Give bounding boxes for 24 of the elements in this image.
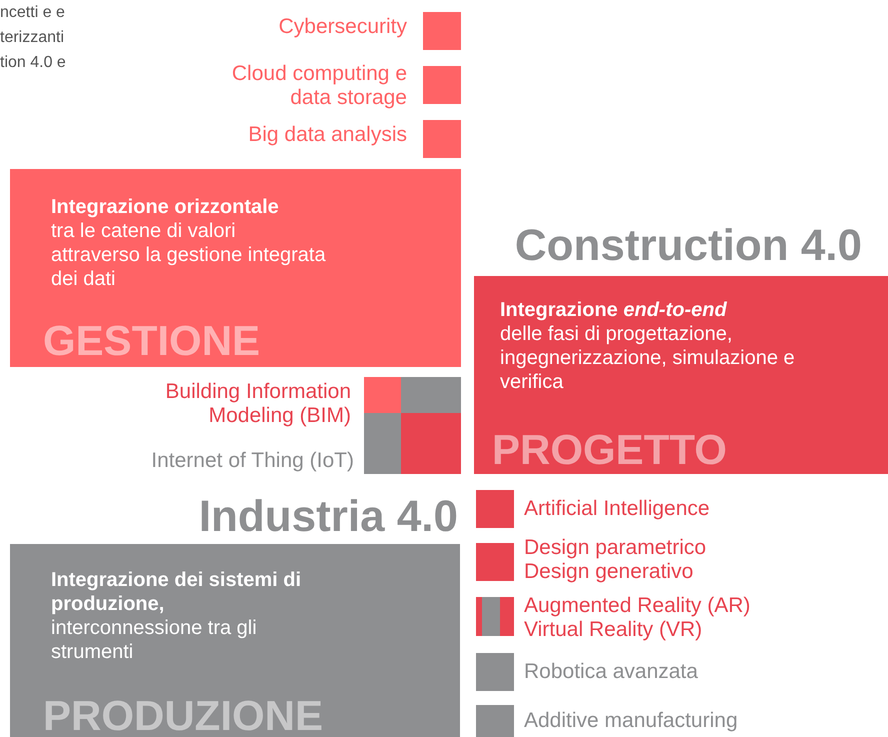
section-title: Industria 4.0 [198, 493, 458, 541]
legend-text: Building Information Modeling (BIM) [164, 380, 351, 428]
panel-description: delle fasi di progettazione, ingegnerizzazione, simulazione e verifica [500, 322, 796, 394]
legend-text: Cloud computing e data storage [230, 62, 407, 110]
legend-text: Artificial Intelligence [524, 497, 711, 521]
legend-text: Robotica avanzata [524, 660, 699, 684]
section-title: Construction 4.0 [514, 222, 862, 270]
legend-text: Internet of Thing (IoT) [150, 449, 354, 473]
panel-heading: Integrazione end-to-end [500, 298, 728, 322]
legend-text: Additive manufacturing [524, 709, 739, 733]
cropped-intro-text: ncetti e e terizzanti tion 4.0 e [0, 3, 67, 73]
legend-text: Big data analysis [247, 123, 407, 147]
watermark-word: PRODUZIONE [43, 694, 324, 737]
panel-card [10, 169, 461, 367]
panel-description: tra le catene di valori attraverso la gestione integrata dei dati [51, 219, 326, 291]
legend-text: Augmented Reality (AR) Virtual Reality (VR) [524, 594, 752, 642]
legend-text: Design parametrico Design generativo [524, 536, 708, 584]
panel-heading: Integrazione orizzontale [51, 195, 280, 219]
panel-description: interconnessione tra gli strumenti [51, 616, 258, 664]
watermark-word: PROGETTO [492, 428, 727, 472]
panel-card [10, 544, 460, 737]
legend-text: Cybersecurity [278, 15, 407, 39]
panel-card [474, 276, 888, 474]
watermark-word: GESTIONE [43, 319, 260, 363]
